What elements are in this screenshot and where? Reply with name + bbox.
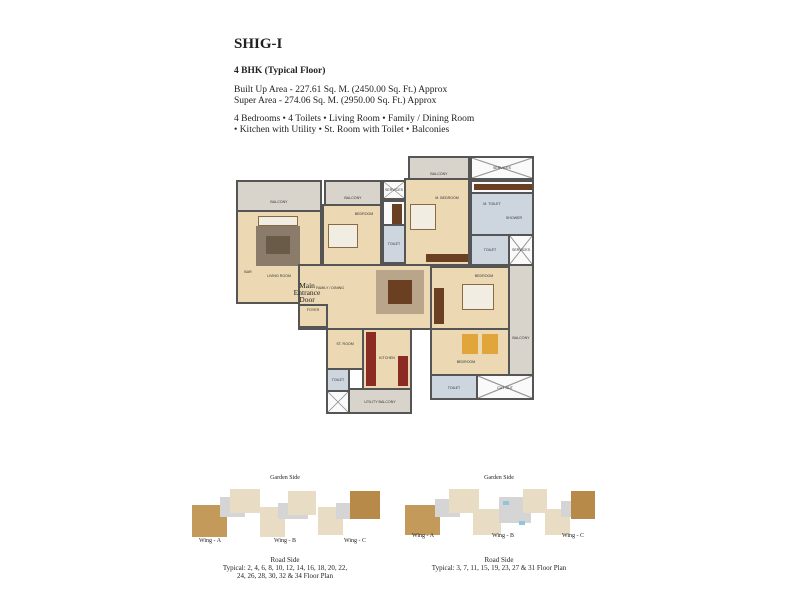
side-balcony: Balcony	[508, 264, 534, 392]
master-bedroom: M. Bedroom	[404, 178, 470, 266]
balcony-mid: Balcony	[324, 180, 382, 206]
living-room: Living Room Bar	[236, 210, 322, 304]
wing-c-label: Wing - C	[561, 533, 585, 539]
services-3: Services	[508, 234, 534, 266]
key-plan-1: Garden Side Wing - A Wing - B Wing - C R…	[190, 475, 380, 585]
wing-b-label: Wing - B	[273, 538, 297, 544]
floor-list: Typical: 2, 4, 6, 8, 10, 12, 14, 16, 18,…	[222, 564, 348, 572]
garden-side-label: Garden Side	[484, 475, 514, 481]
bedroom-4: Bedroom	[430, 328, 510, 376]
features-line-1: 4 Bedrooms • 4 Toilets • Living Room • F…	[234, 114, 475, 124]
kitchen: Kitchen	[362, 328, 412, 390]
toilet-3: Toilet	[470, 234, 510, 266]
st-toilet: Toilet	[326, 368, 350, 392]
utility-balcony: Utility Balcony	[348, 388, 412, 414]
toilet-4: Toilet	[430, 374, 478, 400]
road-side-label: Road Side	[270, 556, 300, 564]
built-up-area: Built Up Area - 227.61 Sq. M. (2450.00 S…	[234, 85, 448, 95]
foyer: Foyer	[298, 304, 328, 328]
bedroom-3: Bedroom	[430, 266, 510, 330]
shaft	[326, 390, 350, 414]
garden-side-label: Garden Side	[270, 475, 300, 481]
main-entrance-label: Main Entrance Door	[293, 281, 321, 304]
floor-list-2: 24, 26, 28, 30, 32 & 34 Floor Plan	[236, 572, 334, 580]
wing-a-label: Wing - A	[198, 538, 222, 544]
st-room: St. Room	[326, 328, 364, 370]
bedroom-1: Bedroom	[322, 204, 382, 272]
features-line-2: • Kitchen with Utility • St. Room with T…	[234, 125, 450, 135]
master-toilet: M. Toilet Shower	[470, 192, 534, 236]
toilet-1: Toilet	[382, 224, 406, 264]
floor-list: Typical: 3, 7, 11, 15, 19, 23, 27 & 31 F…	[431, 564, 567, 572]
super-area: Super Area - 274.06 Sq. M. (2950.00 Sq. …	[234, 96, 437, 106]
cut-out: Cut Out	[476, 374, 534, 400]
floor-plan: Balcony Living Room Bar Balcony Bedroom …	[234, 154, 536, 428]
balcony-left: Balcony	[236, 180, 322, 212]
unit-type: 4 BHK (Typical Floor)	[234, 66, 326, 76]
key-plan-2: Garden Side Wing - A Wing - B Wing - C R…	[403, 475, 595, 585]
road-side-label: Road Side	[484, 556, 514, 564]
wing-b-label: Wing - B	[491, 533, 515, 539]
services-2: Services	[470, 156, 534, 180]
wing-c-label: Wing - C	[343, 538, 367, 544]
wing-a-label: Wing - A	[411, 533, 435, 539]
balcony-top: Balcony	[408, 156, 470, 180]
page-title: SHIG-I	[234, 36, 283, 52]
services-1: Services	[382, 180, 406, 200]
wardrobe	[382, 200, 406, 226]
